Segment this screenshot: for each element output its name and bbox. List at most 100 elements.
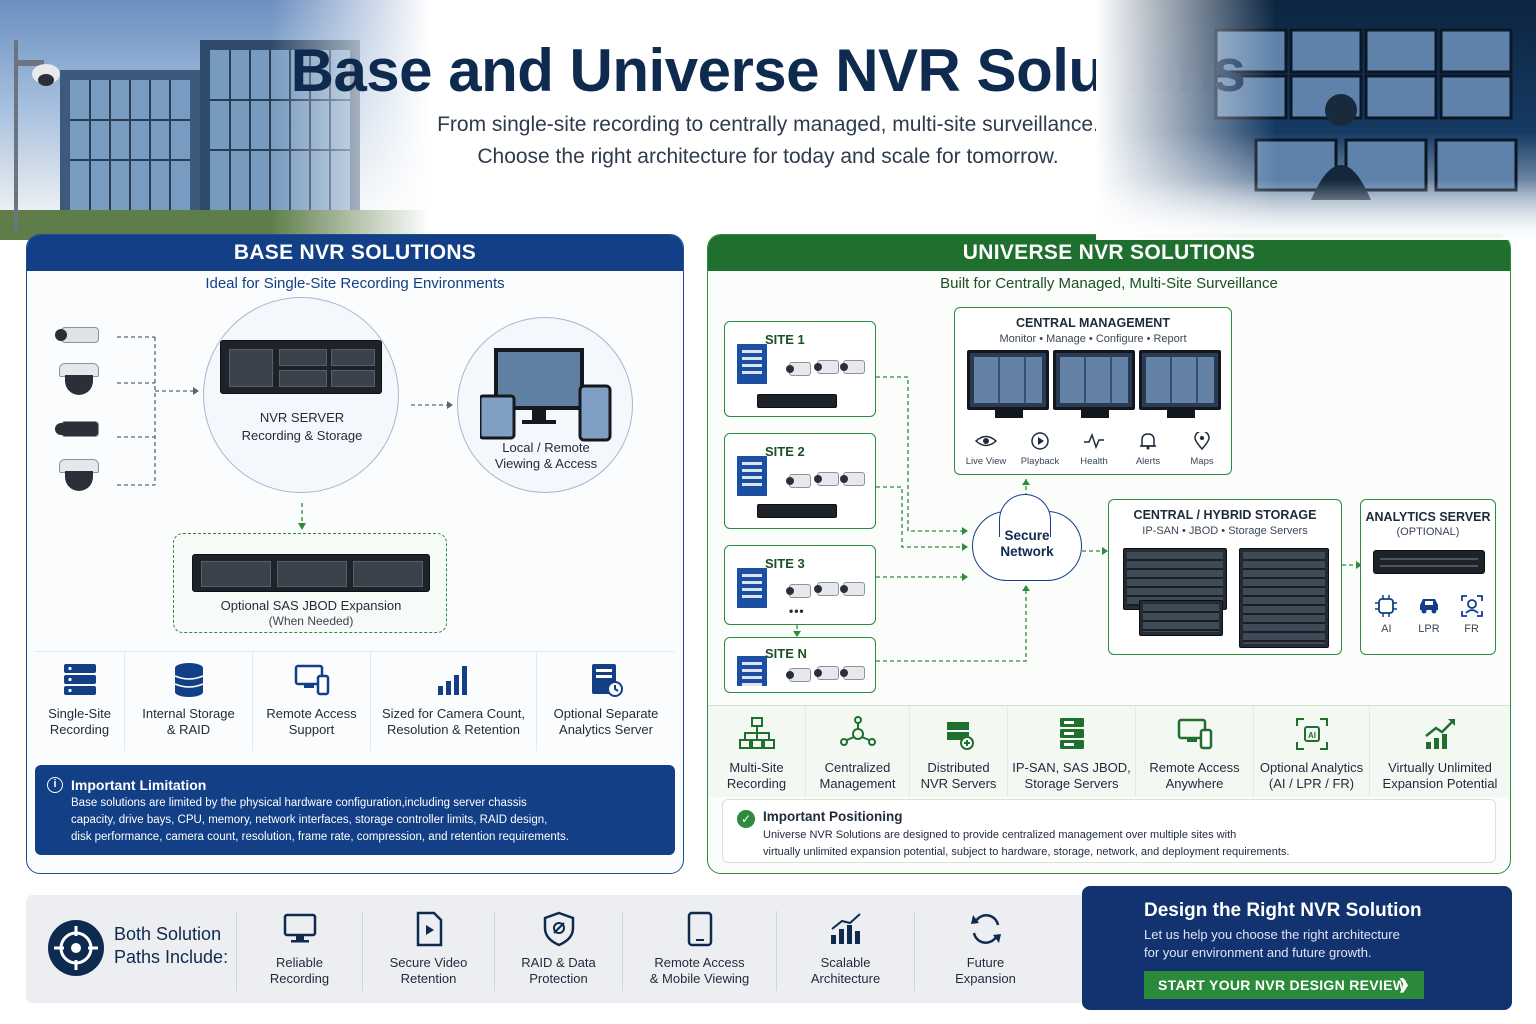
feature-storage-options: IP-SAN, SAS JBOD, Storage Servers — [1008, 706, 1136, 797]
tool-alerts: Alerts — [1122, 432, 1174, 468]
analytics-lpr: LPR — [1411, 594, 1447, 636]
site-3-label: SITE 3 — [765, 556, 805, 571]
chevron-right-icon: ❯ — [1397, 976, 1410, 992]
camera-icon — [840, 582, 865, 596]
analytics-server-box: ANALYTICS SERVER (OPTIONAL) AI LPR FR — [1360, 499, 1496, 655]
monitor-icon — [1139, 350, 1221, 410]
feature-internal-storage: Internal Storage & RAID — [125, 652, 253, 751]
base-feature-row: Single-Site Recording Internal Storage &… — [35, 651, 675, 751]
tablet-icon — [687, 911, 712, 947]
jbod-rack-icon — [1139, 600, 1223, 636]
ip-san-rack-icon — [1123, 548, 1227, 610]
camera-icon — [814, 666, 839, 680]
camera-icon — [840, 472, 865, 486]
remote-viewing-node: Local / Remote Viewing & Access — [457, 317, 633, 493]
ai-scan-icon: AI — [1295, 718, 1328, 750]
bell-icon — [1140, 433, 1156, 450]
chip-icon — [1375, 595, 1398, 617]
central-management-box: CENTRAL MANAGEMENT Monitor • Manage • Co… — [954, 307, 1232, 475]
tool-maps: Maps — [1176, 430, 1228, 468]
site-2-box: SITE 2 — [724, 433, 876, 529]
devices-icon — [480, 348, 612, 442]
page-subtitle-line-1: From single-site recording to centrally … — [437, 113, 1099, 136]
central-management-title: CENTRAL MANAGEMENT — [1016, 316, 1170, 330]
face-scan-icon — [1460, 595, 1483, 617]
site-1-label: SITE 1 — [765, 332, 805, 347]
play-icon — [1031, 432, 1049, 450]
jbod-sublabel: (When Needed) — [268, 614, 354, 628]
site-nvr-icon — [757, 394, 837, 408]
central-storage-box: CENTRAL / HYBRID STORAGE IP-SAN • JBOD •… — [1108, 499, 1342, 655]
site-1-box: SITE 1 — [724, 321, 876, 417]
shared-feature-expansion: Future Expansion — [914, 911, 1056, 991]
shared-feature-raid: RAID & Data Protection — [494, 911, 622, 991]
building-icon — [737, 456, 767, 496]
office-building-photo — [0, 0, 430, 240]
storage-stack-icon — [1059, 718, 1084, 749]
start-design-review-button[interactable]: START YOUR NVR DESIGN REVIEW ❯ — [1144, 971, 1424, 999]
central-tools: Live View Playback Health Alerts Maps — [959, 430, 1229, 468]
sas-jbod-expansion: Optional SAS JBOD Expansion (When Needed… — [173, 533, 447, 633]
base-panel-tagline: Ideal for Single-Site Recording Environm… — [205, 275, 505, 292]
storage-subtitle: IP-SAN • JBOD • Storage Servers — [1142, 525, 1308, 537]
monitor-icon — [1053, 350, 1135, 410]
tool-health: Health — [1068, 432, 1120, 468]
dome-camera-icon — [59, 459, 99, 493]
viewing-sublabel: Viewing & Access — [494, 456, 598, 471]
universe-panel-heading: UNIVERSE NVR SOLUTIONS — [708, 235, 1510, 271]
central-management-subtitle: Monitor • Manage • Configure • Report — [999, 333, 1187, 345]
universe-connection-lines — [793, 376, 1362, 662]
universe-panel-tagline: Built for Centrally Managed, Multi-Site … — [940, 275, 1278, 292]
start-design-review-label: START YOUR NVR DESIGN REVIEW — [1158, 977, 1407, 993]
base-connection-lines — [117, 336, 453, 530]
site-2-label: SITE 2 — [765, 444, 805, 459]
nvr-server-label: NVR SERVER — [259, 410, 345, 425]
camera-icon — [786, 668, 811, 682]
camera-icon — [814, 360, 839, 374]
nvr-server-sublabel: Recording & Storage — [241, 428, 363, 443]
nvr-server-icon — [220, 340, 382, 394]
devices-icon — [1177, 718, 1212, 750]
site-n-box: SITE N — [724, 637, 876, 693]
storage-title: CENTRAL / HYBRID STORAGE — [1133, 508, 1317, 522]
design-review-cta: Design the Right NVR Solution Let us hel… — [1082, 886, 1512, 1010]
analytics-subtitle: (OPTIONAL) — [1396, 526, 1460, 538]
limitation-title: Important Limitation — [71, 777, 207, 793]
server-stack-icon — [63, 664, 96, 695]
feature-distributed-servers: Distributed NVR Servers — [910, 706, 1008, 797]
tool-playback: Playback — [1014, 432, 1066, 468]
map-pin-icon — [1194, 430, 1210, 451]
database-icon — [174, 663, 203, 697]
tool-live-view: Live View — [960, 432, 1012, 468]
building-icon — [737, 344, 767, 384]
more-sites-ellipsis: ••• — [789, 604, 805, 618]
page-subtitle-line-2: Choose the right architecture for today … — [477, 145, 1059, 168]
car-icon — [1419, 599, 1438, 614]
shared-feature-recording: Reliable Recording — [236, 911, 362, 991]
shared-feature-mobile: Remote Access & Mobile Viewing — [622, 911, 776, 991]
feature-multi-site: Multi-Site Recording — [708, 706, 806, 797]
growth-chart-icon — [1425, 719, 1455, 749]
analytics-server-icon — [1373, 550, 1485, 574]
camera-icon — [786, 584, 811, 598]
storage-server-icon — [1239, 548, 1329, 648]
hero-banner — [0, 0, 1536, 240]
distributed-servers-icon — [946, 722, 974, 750]
site-n-label: SITE N — [765, 646, 807, 661]
network-nodes-icon — [839, 716, 876, 746]
feature-single-site: Single-Site Recording — [35, 652, 125, 751]
hierarchy-icon — [738, 717, 775, 749]
feature-remote-access: Remote Access Support — [253, 652, 371, 751]
shared-features-band: Both Solution Paths Include: Reliable Re… — [26, 895, 1086, 1003]
important-positioning-box: ✓ Important Positioning Universe NVR Sol… — [722, 799, 1496, 863]
eye-icon — [974, 435, 998, 447]
feature-optional-analytics: AI Optional Analytics (AI / LPR / FR) — [1254, 706, 1370, 797]
universe-nvr-panel: UNIVERSE NVR SOLUTIONS Built for Central… — [707, 234, 1511, 874]
camera-icon — [814, 582, 839, 596]
analytics-title: ANALYTICS SERVER — [1365, 510, 1491, 524]
feature-sizing: Sized for Camera Count, Resolution & Ret… — [371, 652, 537, 751]
both-paths-title: Both Solution Paths Include: — [114, 924, 229, 967]
shared-feature-list: Reliable Recording Secure Video Retentio… — [236, 911, 1056, 991]
feature-analytics-server: Optional Separate Analytics Server — [537, 652, 675, 751]
svg-text:AI: AI — [1308, 731, 1316, 740]
